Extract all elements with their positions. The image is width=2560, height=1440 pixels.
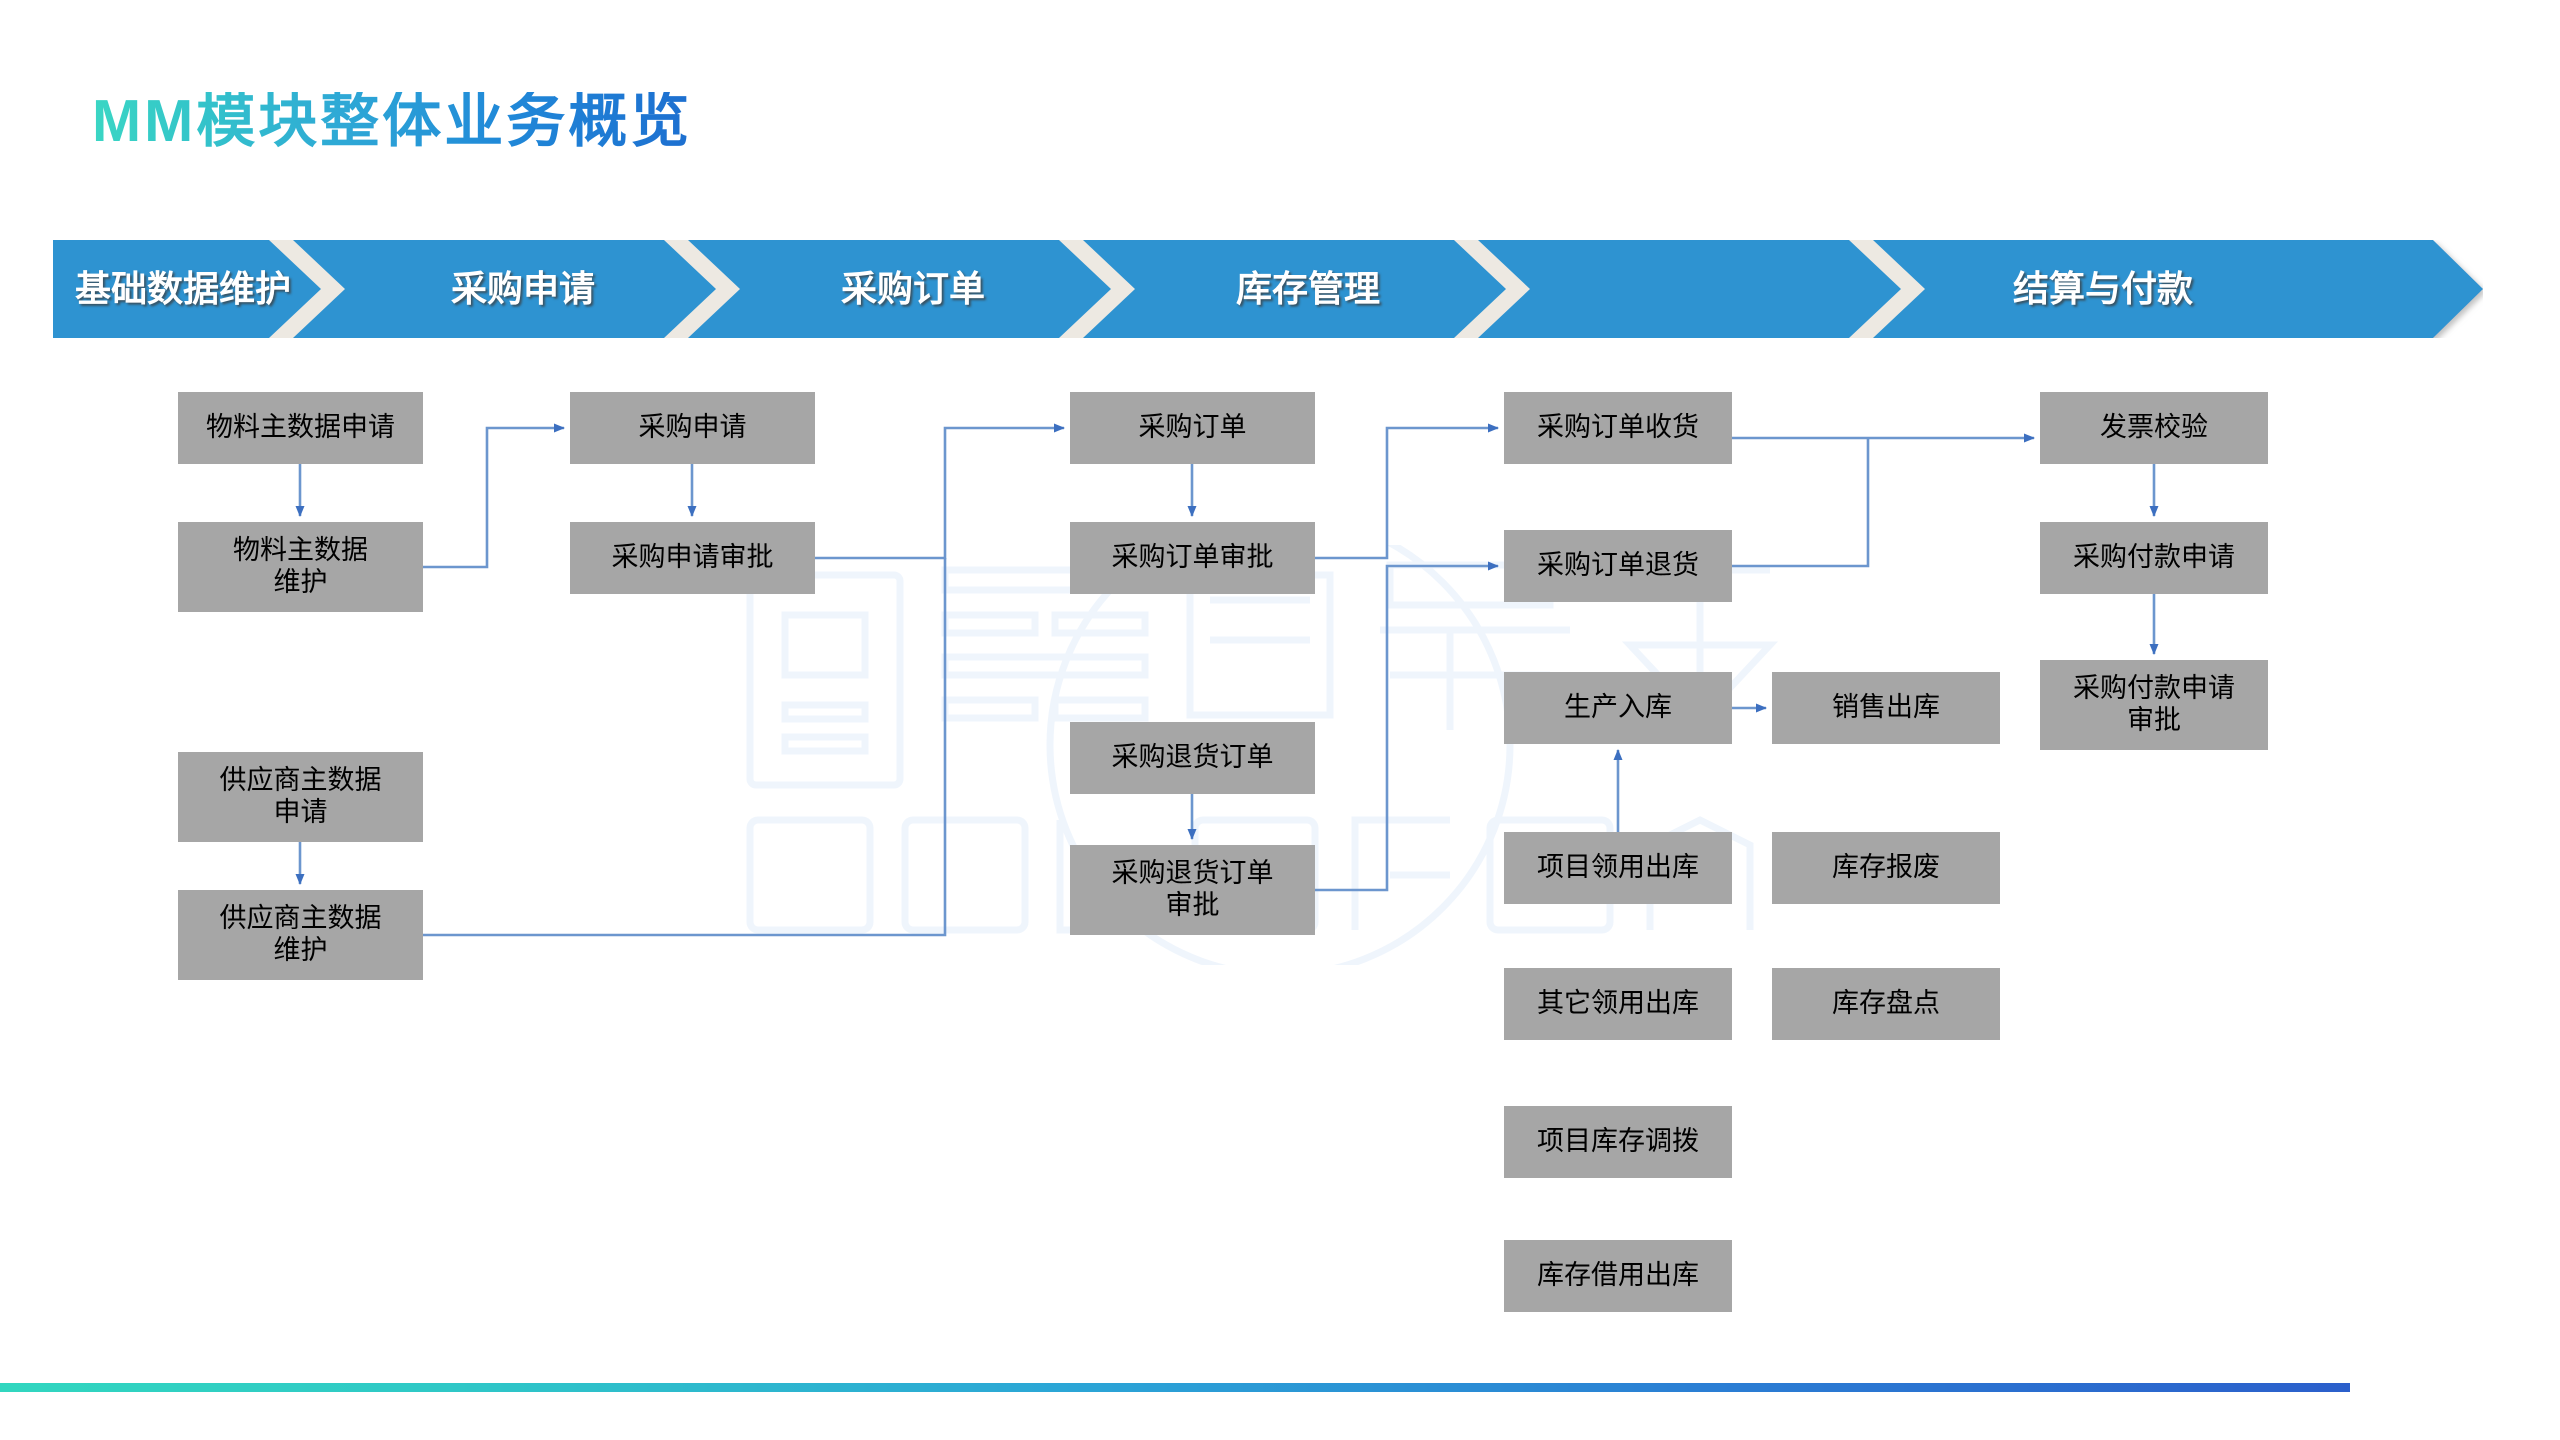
node-purchase-requisition-approval[interactable]: 采购申请审批 xyxy=(570,522,815,594)
node-purchase-payment-request[interactable]: 采购付款申请 xyxy=(2040,522,2268,594)
stage-label-3[interactable]: 库存管理 xyxy=(1235,268,1380,309)
node-project-issue[interactable]: 项目领用出库 xyxy=(1504,832,1732,904)
node-project-stock-transfer[interactable]: 项目库存调拨 xyxy=(1504,1106,1732,1178)
node-purchase-payment-approval[interactable]: 采购付款申请 审批 xyxy=(2040,660,2268,750)
node-po-goods-return[interactable]: 采购订单退货 xyxy=(1504,530,1732,602)
node-supplier-master-request[interactable]: 供应商主数据 申请 xyxy=(178,752,423,842)
node-other-issue[interactable]: 其它领用出库 xyxy=(1504,968,1732,1040)
wire-po-approval-to-receipt xyxy=(1315,423,1499,560)
process-banner: 基础数据维护 采购申请 采购订单 库存管理 结算与付款 xyxy=(53,240,2483,338)
wire-supplier-to-po-trunk xyxy=(423,558,947,937)
wire-pr-approval-to-po xyxy=(815,423,1065,560)
node-material-master-maintain[interactable]: 物料主数据 维护 xyxy=(178,522,423,612)
node-stock-loan-issue[interactable]: 库存借用出库 xyxy=(1504,1240,1732,1312)
wire-return-approval-to-po-return xyxy=(1315,561,1499,892)
stage-label-2[interactable]: 采购订单 xyxy=(840,268,985,309)
node-production-receipt[interactable]: 生产入库 xyxy=(1504,672,1732,744)
node-purchase-return-order[interactable]: 采购退货订单 xyxy=(1070,722,1315,794)
stage-label-1[interactable]: 采购申请 xyxy=(450,268,595,309)
node-sales-issue[interactable]: 销售出库 xyxy=(1772,672,2000,744)
node-stock-scrap[interactable]: 库存报废 xyxy=(1772,832,2000,904)
stage-label-0[interactable]: 基础数据维护 xyxy=(74,268,291,309)
footer-accent-rule xyxy=(0,1383,2350,1392)
banner-label-row: 基础数据维护 采购申请 采购订单 库存管理 结算与付款 xyxy=(53,240,2483,338)
node-po-goods-receipt[interactable]: 采购订单收货 xyxy=(1504,392,1732,464)
wire-material-to-pr xyxy=(423,423,565,569)
wire-return-to-invoice-trunk xyxy=(1732,438,1870,568)
node-supplier-master-maintain[interactable]: 供应商主数据 维护 xyxy=(178,890,423,980)
node-stock-count[interactable]: 库存盘点 xyxy=(1772,968,2000,1040)
stage-label-4[interactable]: 结算与付款 xyxy=(2012,268,2193,309)
node-purchase-requisition[interactable]: 采购申请 xyxy=(570,392,815,464)
node-purchase-order[interactable]: 采购订单 xyxy=(1070,392,1315,464)
node-purchase-return-order-approval[interactable]: 采购退货订单 审批 xyxy=(1070,845,1315,935)
node-material-master-request[interactable]: 物料主数据申请 xyxy=(178,392,423,464)
node-invoice-verification[interactable]: 发票校验 xyxy=(2040,392,2268,464)
node-purchase-order-approval[interactable]: 采购订单审批 xyxy=(1070,522,1315,594)
page-title: MM模块整体业务概览 xyxy=(92,88,693,154)
